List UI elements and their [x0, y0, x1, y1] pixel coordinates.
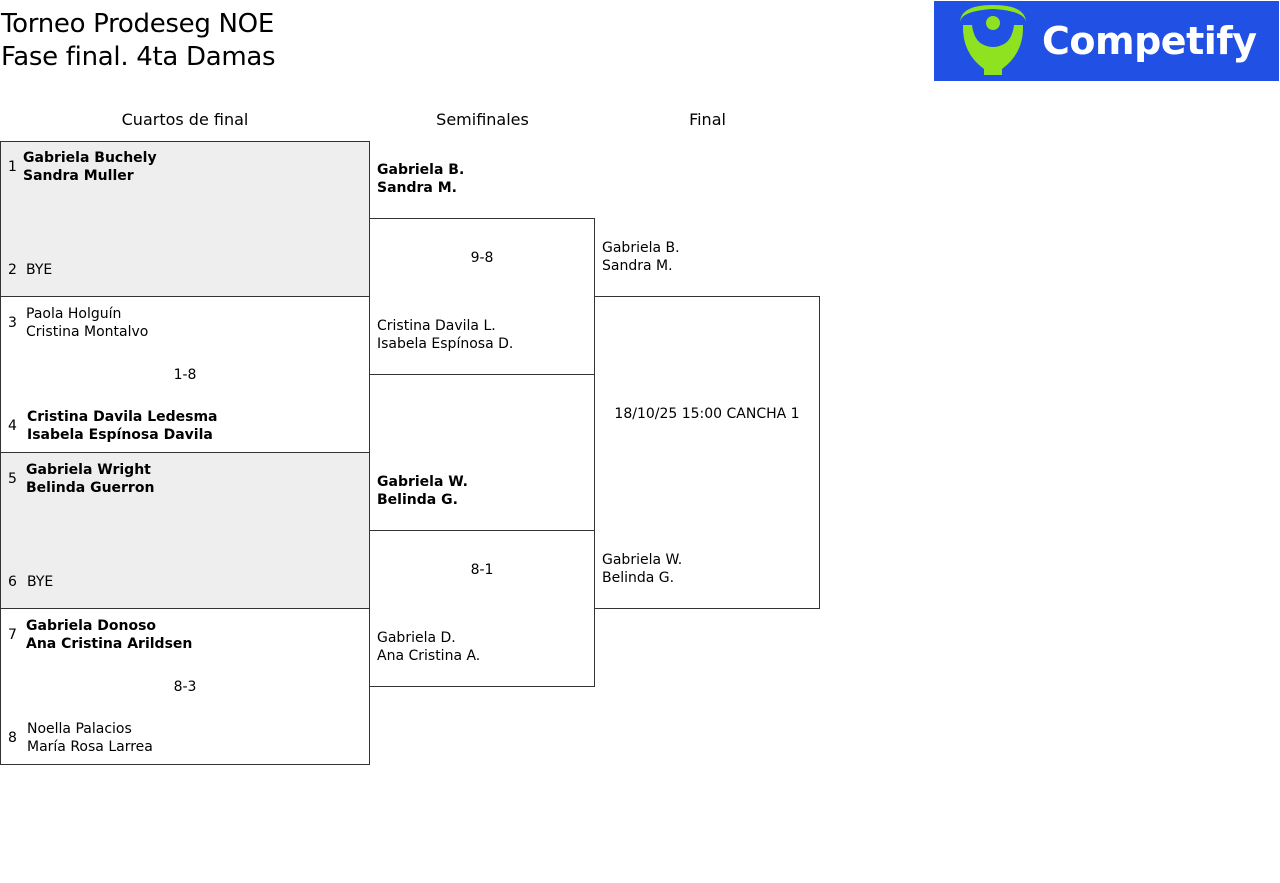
match-score: 9-8 — [470, 250, 494, 266]
match-score: 1-8 — [173, 367, 197, 383]
team-player-2: Belinda G. — [602, 570, 675, 586]
team-player-2: María Rosa Larrea — [27, 739, 153, 755]
round-header-quarterfinals: Cuartos de final — [121, 110, 249, 129]
team-player-1: Gabriela Wright — [26, 462, 151, 478]
team-player-1: Cristina Davila Ledesma — [27, 409, 218, 425]
team-player-1: Cristina Davila L. — [377, 318, 496, 334]
team-player-2: Sandra M. — [377, 180, 457, 196]
round-header-final: Final — [689, 110, 726, 129]
seed-number: 1 — [8, 159, 17, 175]
team-player-2: Ana Cristina A. — [377, 648, 481, 664]
round-header-semifinals: Semifinales — [436, 110, 529, 129]
team-player-1: Gabriela B. — [602, 240, 680, 256]
seed-number: 7 — [8, 627, 17, 643]
match-score: 8-3 — [173, 679, 197, 695]
final-match — [594, 296, 820, 609]
tournament-subtitle: Fase final. 4ta Damas — [1, 42, 276, 72]
team-player-1: Gabriela D. — [377, 630, 456, 646]
team-player-1: Gabriela W. — [602, 552, 683, 568]
team-player-2: Sandra M. — [602, 258, 673, 274]
team-player-1: Gabriela Buchely — [23, 150, 157, 166]
logo-text: Competify — [1042, 19, 1257, 63]
team-player-1: Gabriela W. — [377, 474, 468, 490]
match-schedule: 18/10/25 15:00 CANCHA 1 — [614, 406, 800, 422]
person-icon — [960, 5, 1026, 75]
seed-number: 6 — [8, 574, 17, 590]
bye-label: BYE — [27, 574, 54, 590]
competify-logo[interactable]: Competify — [934, 1, 1279, 81]
team-player-1: Paola Holguín — [26, 306, 122, 322]
team-player-1: Gabriela B. — [377, 162, 465, 178]
seed-number: 2 — [8, 262, 17, 278]
quarterfinal-match-1 — [0, 141, 370, 297]
match-score: 8-1 — [470, 562, 494, 578]
team-player-2: Isabela Espínosa Davila — [27, 427, 213, 443]
team-player-2: Cristina Montalvo — [26, 324, 149, 340]
team-player-2: Ana Cristina Arildsen — [26, 636, 193, 652]
seed-number: 3 — [8, 315, 17, 331]
team-player-2: Belinda Guerron — [26, 480, 155, 496]
seed-number: 8 — [8, 730, 17, 746]
team-player-2: Belinda G. — [377, 492, 458, 508]
team-player-2: Sandra Muller — [23, 168, 134, 184]
tournament-title: Torneo Prodeseg NOE — [1, 9, 274, 39]
team-player-1: Noella Palacios — [27, 721, 132, 737]
quarterfinal-match-3 — [0, 452, 370, 609]
seed-number: 4 — [8, 418, 17, 434]
seed-number: 5 — [8, 471, 17, 487]
bye-label: BYE — [26, 262, 53, 278]
team-player-2: Isabela Espínosa D. — [377, 336, 514, 352]
team-player-1: Gabriela Donoso — [26, 618, 157, 634]
